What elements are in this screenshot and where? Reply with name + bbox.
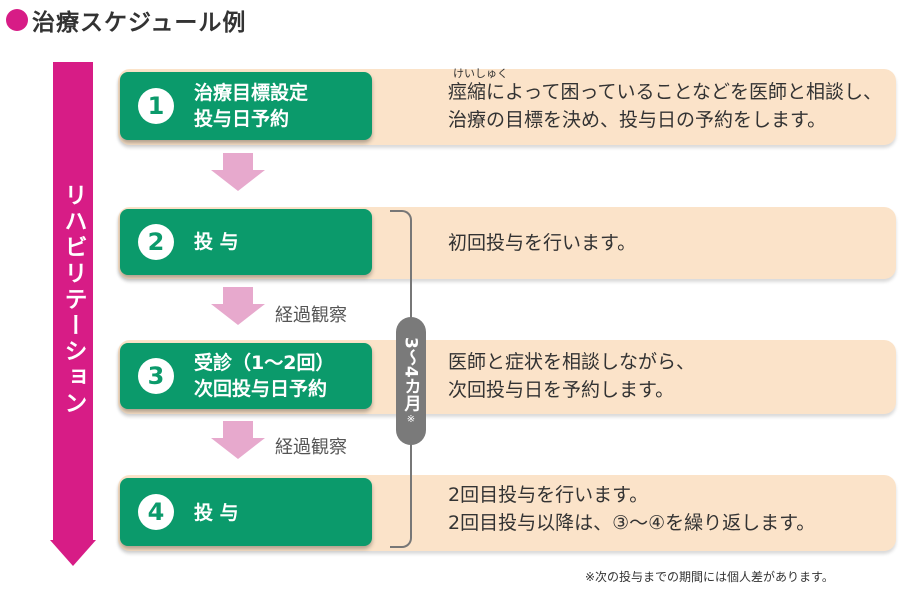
step-3-number: 3	[138, 358, 174, 394]
step-2-number: 2	[138, 224, 174, 260]
step-2-label: 投 与	[194, 231, 239, 253]
step-2-description: 初回投与を行います。	[448, 232, 637, 254]
period-text: 3～4カ月	[400, 337, 421, 412]
step-3-description: 医師と症状を相談しながら、 次回投与日を予約します。	[448, 351, 696, 401]
page-title: 治療スケジュール例	[6, 4, 246, 36]
title-bullet-icon	[6, 9, 28, 31]
footnote: ※次の投与までの期間には個人差があります。	[585, 570, 834, 584]
step-4-number: 4	[138, 494, 174, 530]
step-1-description: 痙縮によって困っていることなどを医師と相談し、 治療の目標を決め、投与日の予約を…	[448, 81, 882, 131]
rehabilitation-arrow-icon	[50, 540, 96, 566]
period-badge: 3～4カ月 ※	[396, 317, 426, 445]
period-mark: ※	[406, 413, 416, 425]
observation-label-1: 経過観察	[275, 305, 347, 326]
rehabilitation-label: リハビリテーション	[60, 183, 86, 417]
step-4-description: 2回目投与を行います。 2回目投与以降は、③～④を繰り返します。	[448, 484, 816, 534]
rehabilitation-bar	[53, 62, 93, 540]
step-1-label: 治療目標設定 投与日予約	[194, 82, 309, 130]
observation-label-2: 経過観察	[275, 437, 347, 458]
title-text: 治療スケジュール例	[32, 10, 247, 36]
step-1-ruby: けいしゅく	[453, 67, 508, 80]
step-1-number: 1	[138, 88, 174, 124]
step-4-label: 投 与	[194, 502, 239, 524]
step-3-label: 受診（1～2回） 次回投与日予約	[194, 352, 335, 400]
